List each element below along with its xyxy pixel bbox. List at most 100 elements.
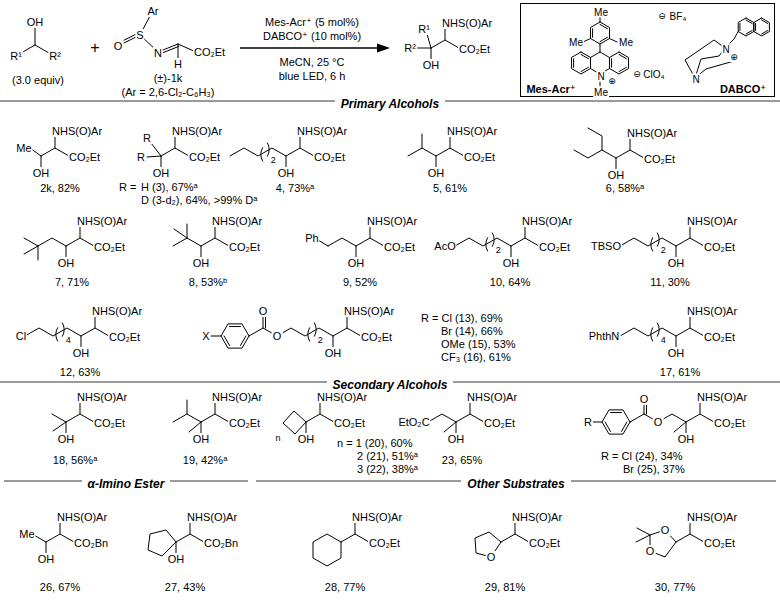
atom-label: OH xyxy=(297,433,316,445)
bond-line xyxy=(240,336,245,345)
bond-line xyxy=(762,20,768,24)
bond-line xyxy=(313,534,341,566)
atom-label: X xyxy=(201,330,210,342)
atom-label: NHS(O)Ar xyxy=(511,511,563,523)
bond-line xyxy=(328,238,356,246)
bond-line xyxy=(674,422,686,432)
atom-label: TBSO xyxy=(590,240,622,252)
atom-label: NHS(O)Ar xyxy=(696,391,748,403)
atom-label: CO₂Et xyxy=(368,537,401,549)
compound-caption: OMe (15), 53% xyxy=(440,338,517,350)
subscript-label: 2 xyxy=(317,335,324,345)
compound-caption: H (3), 67%ᵃ xyxy=(140,181,199,193)
atom-label: O xyxy=(639,393,650,405)
bond-line xyxy=(739,23,740,30)
atom-label: Me xyxy=(618,37,634,48)
bond-line xyxy=(187,238,201,246)
atom-label: CO₂Et xyxy=(703,241,736,253)
atom-label: NHS(O)Ar xyxy=(686,511,738,523)
bond-line xyxy=(616,150,644,158)
bond-line xyxy=(81,328,109,336)
compound-caption: 18, 56%ᵃ xyxy=(52,454,98,466)
bond-line xyxy=(571,52,590,74)
condition-text: DABCO⁺ (10 mol%) xyxy=(262,30,362,42)
repeat-bracket xyxy=(486,237,488,251)
bond-line xyxy=(161,148,189,156)
bond-line xyxy=(187,224,188,238)
atom-label: EtO₂C xyxy=(397,416,430,428)
bond-line xyxy=(574,150,602,158)
atom-label: CO₂Bn xyxy=(73,537,109,549)
bond-line xyxy=(415,48,431,49)
bond-line xyxy=(230,326,241,327)
compound-caption: R = Cl (24), 34% xyxy=(600,450,684,462)
compound-caption: (3.0 equiv) xyxy=(11,74,65,86)
atom-label: NHS(O)Ar xyxy=(51,125,103,137)
compound-caption: 23, 65% xyxy=(441,454,483,466)
atom-label: NHS(O)Ar xyxy=(91,305,143,317)
bond-line xyxy=(619,67,626,71)
bond-line xyxy=(35,45,49,53)
atom-label: OH xyxy=(57,433,76,445)
atom-label: PhthN xyxy=(588,330,621,342)
compound-caption: R = xyxy=(118,181,137,193)
bond-line xyxy=(52,414,66,422)
atom-label: NHS(O)Ar xyxy=(211,391,263,403)
bond-line xyxy=(24,238,38,246)
repeat-bracket xyxy=(651,237,653,251)
atom-label: OH xyxy=(667,347,686,359)
atom-label: OH xyxy=(72,347,91,359)
atom-label: O xyxy=(486,551,497,563)
compound-caption: 8, 53%ᵇ xyxy=(188,276,228,288)
atom-label: NHS(O)Ar xyxy=(171,125,223,137)
atom-label: R xyxy=(142,132,152,144)
atom-label: R¹ xyxy=(417,23,431,35)
atom-label: OH xyxy=(502,257,521,269)
atom-label: NHS(O)Ar xyxy=(351,511,403,523)
bond-line xyxy=(187,400,201,422)
bond-line xyxy=(605,422,610,431)
atom-label: CO₂Et xyxy=(193,46,226,58)
atom-label: N xyxy=(596,71,605,82)
section-title: Secondary Alcohols xyxy=(327,378,454,392)
bond-line xyxy=(35,27,36,45)
bond-line xyxy=(581,67,588,71)
bond-line xyxy=(738,18,754,36)
bond-line xyxy=(283,411,306,434)
atom-label: O xyxy=(645,545,656,557)
atom-label: NHS(O)Ar xyxy=(316,391,368,403)
bond-line xyxy=(583,39,591,43)
bond-line xyxy=(581,54,588,58)
atom-label: CO₂Et xyxy=(538,241,571,253)
bond-line xyxy=(754,18,770,36)
atom-label: CO₂Et xyxy=(228,241,261,253)
atom-label: BF₄ xyxy=(669,11,688,22)
compound-caption: 3 (22), 38%ᵃ xyxy=(356,463,419,475)
compound-caption: (Ar = 2,6-Cl₂-C₆H₃) xyxy=(121,86,216,98)
compound-caption: 27, 43% xyxy=(164,581,206,593)
bond-line xyxy=(408,148,436,156)
atom-label: Me xyxy=(568,37,584,48)
atom-label: OH xyxy=(347,257,366,269)
compound-caption: 11, 30% xyxy=(649,276,691,288)
atom-label: OH xyxy=(37,553,56,565)
atom-label: OH xyxy=(324,347,343,359)
atom-label: CO₂Et xyxy=(188,151,221,163)
atom-label: R² xyxy=(403,42,417,54)
atom-label: N xyxy=(691,74,700,85)
atom-label: NHS(O)Ar xyxy=(76,391,128,403)
repeat-bracket xyxy=(56,327,58,341)
atom-label: ClO₄ xyxy=(642,69,665,80)
atom-label: CO₂Et xyxy=(713,417,746,429)
subscript-label: 2 xyxy=(270,155,277,165)
bond-line xyxy=(173,238,187,246)
atom-label: Me xyxy=(15,142,32,154)
bond-line xyxy=(201,414,229,422)
bond-line xyxy=(230,148,286,156)
compound-caption: CF₃ (16), 61% xyxy=(440,351,512,363)
compound-caption: 10, 64% xyxy=(489,276,531,288)
compound-caption: 7, 71% xyxy=(54,276,90,288)
atom-label: OH xyxy=(26,16,45,28)
section-header: Other Substrates xyxy=(256,474,776,488)
bond-line xyxy=(619,54,626,58)
